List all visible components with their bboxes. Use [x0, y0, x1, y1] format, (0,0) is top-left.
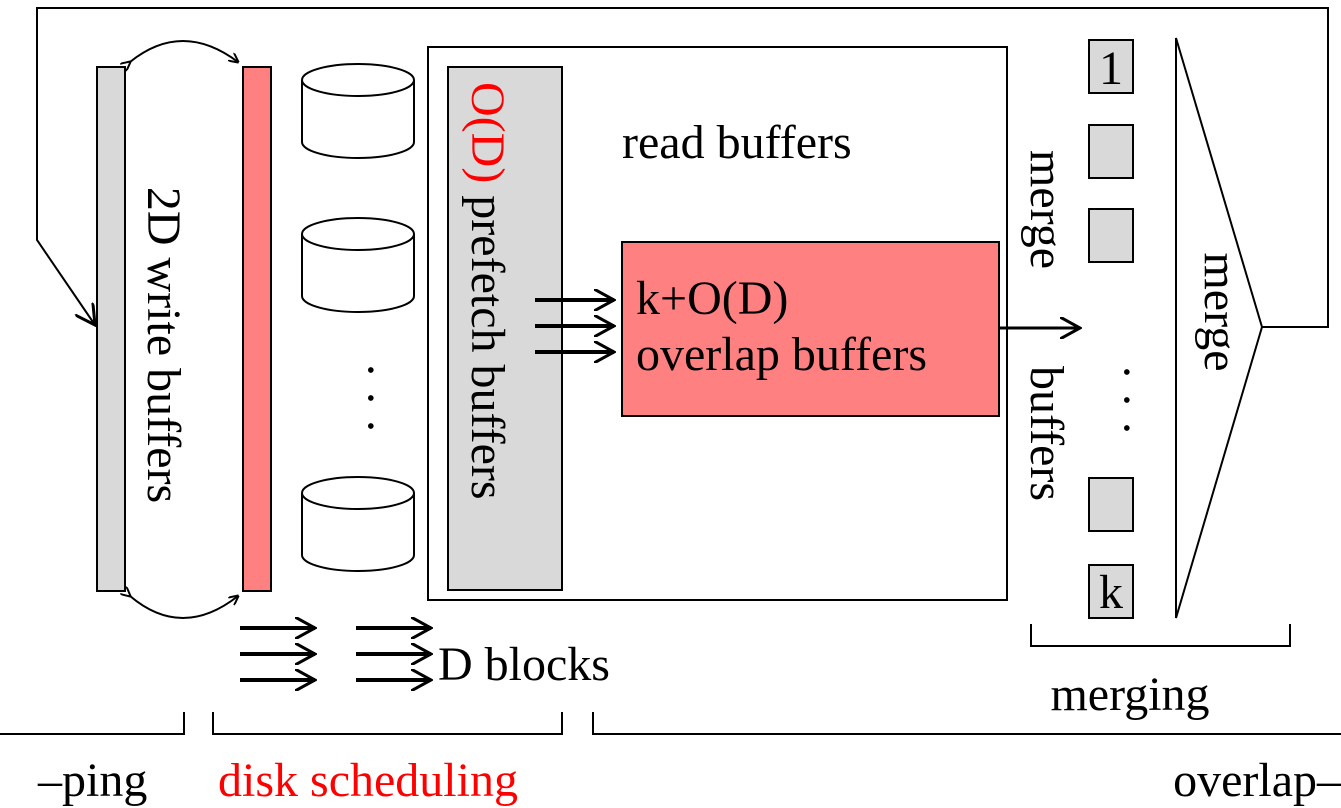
overlap-buffers-line1: k+O(D) — [636, 272, 788, 325]
merging-bracket — [1030, 624, 1291, 647]
d-blocks-arrows-right — [356, 628, 431, 680]
disk-3 — [301, 476, 415, 572]
disks-ellipsis: · · · — [344, 362, 397, 434]
disk-2 — [301, 217, 415, 313]
disk-1 — [301, 63, 415, 159]
merge-buffer-k — [1088, 564, 1134, 619]
d-blocks-label: D blocks — [438, 638, 610, 691]
bracket-right — [592, 712, 1341, 735]
merge-buffers-ellipsis: · · · — [1100, 364, 1153, 436]
merge-triangle-label: merge — [1194, 252, 1247, 371]
merge-buffer-1 — [1088, 39, 1134, 94]
merge-buffers-label-bottom: buffers — [1020, 366, 1073, 501]
write-buffers-label: 2D write buffers — [137, 187, 190, 503]
overlap-buffers-line2: overlap buffers — [636, 328, 927, 381]
merge-buffer-k-label: k — [1099, 566, 1123, 619]
prefetch-rest: prefetch buffers — [461, 183, 514, 499]
read-buffers-label: read buffers — [622, 116, 852, 169]
bottom-label-disk-scheduling: disk scheduling — [218, 754, 518, 807]
prefetch-buffers-label: O(D) prefetch buffers — [461, 82, 514, 500]
write-buffer-pink-bar — [242, 66, 272, 592]
feedback-loop-line — [36, 7, 1329, 328]
prefetch-buffers-box — [447, 66, 563, 591]
merge-triangle — [1175, 37, 1264, 619]
bracket-left — [0, 712, 185, 735]
write-buffer-top-arc — [130, 40, 238, 62]
overlap-buffers-box — [621, 241, 1000, 417]
prefetch-to-overlap-arrows — [535, 300, 614, 352]
merge-buffer-3 — [1088, 208, 1134, 263]
d-blocks-arrows-left — [240, 628, 315, 680]
merge-buffer-1-label: 1 — [1099, 42, 1123, 95]
merging-label: merging — [1050, 668, 1209, 721]
merge-buffers-label-top: merge — [1020, 150, 1073, 269]
merge-buffer-2 — [1088, 124, 1134, 179]
prefetch-od-red: O(D) — [461, 82, 514, 183]
merge-buffer-4 — [1088, 477, 1134, 532]
write-buffer-gray-bar — [96, 66, 126, 592]
write-buffer-bottom-arc — [130, 596, 238, 619]
bottom-label-overlap: overlap– — [1173, 754, 1341, 807]
bracket-middle — [212, 712, 563, 735]
bottom-label-ping: –ping — [37, 754, 147, 807]
